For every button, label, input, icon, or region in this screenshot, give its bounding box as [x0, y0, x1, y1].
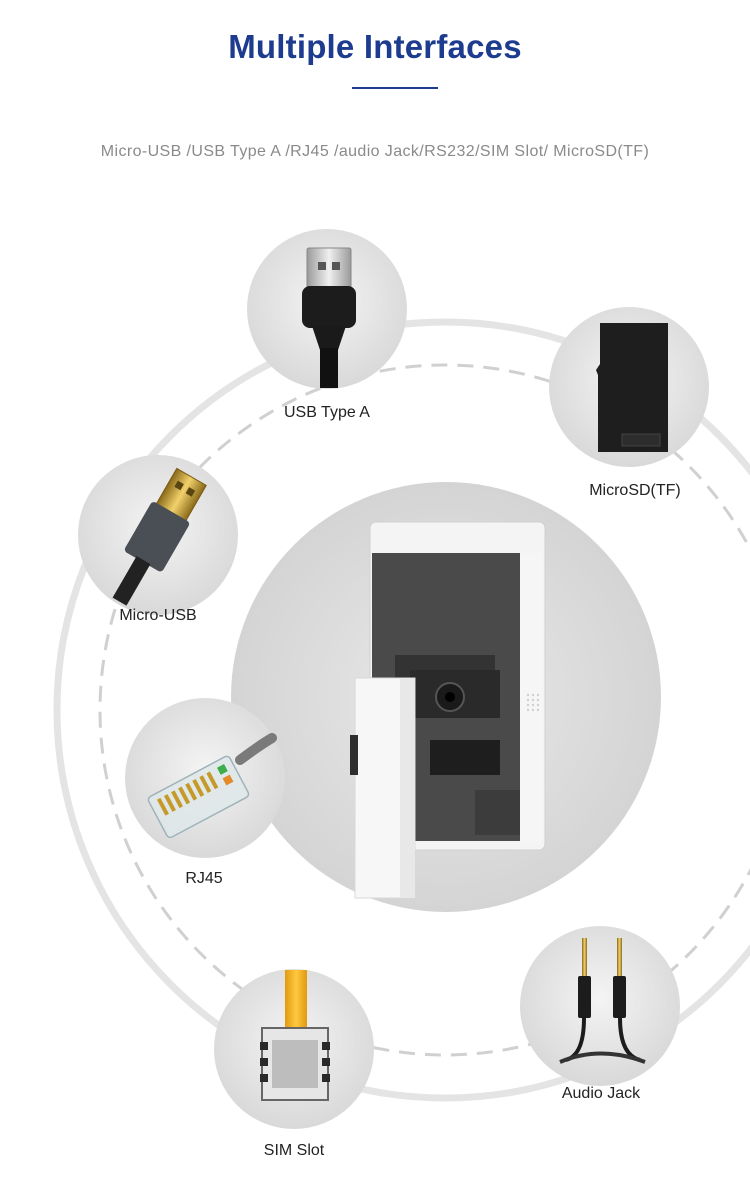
device-illustration: [231, 482, 661, 912]
dashed-ring: [98, 363, 750, 1057]
usb-type-a-illustration: [247, 229, 407, 389]
label-rj45: RJ45: [185, 870, 223, 887]
rj45-illustration: [125, 698, 285, 858]
sim-slot-illustration: [214, 969, 374, 1129]
label-sim-slot: SIM Slot: [263, 1142, 325, 1159]
label-microsd: MicroSD(TF): [589, 482, 681, 499]
title-divider: [352, 87, 438, 89]
page-subtitle: Micro-USB /USB Type A /RJ45 /audio Jack/…: [100, 143, 650, 160]
audio-jack-illustration: [520, 926, 680, 1086]
micro-usb-illustration: [78, 455, 238, 615]
label-audio-jack: Audio Jack: [561, 1085, 641, 1102]
outer-ring: [53, 318, 750, 1102]
label-micro-usb: Micro-USB: [119, 607, 197, 624]
label-usb-type-a: USB Type A: [284, 404, 370, 421]
microsd-card-illustration: [549, 307, 709, 467]
page-title: Multiple Interfaces: [228, 28, 522, 65]
